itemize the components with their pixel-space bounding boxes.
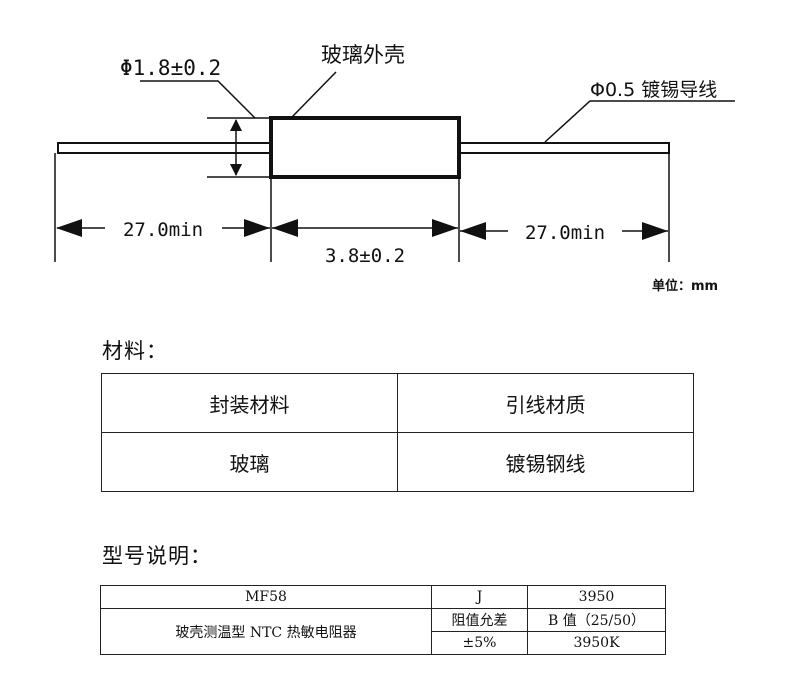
dim-body-arrow-right [432,219,458,237]
materials-heading: 材料： [102,339,168,363]
left-lead-wire [57,142,272,154]
diameter-arrow-up [230,119,242,131]
product-description-cell: 玻壳测温型 NTC 热敏电阻器 [100,608,432,655]
leader-glass-shell [291,71,337,118]
thermistor-dimension-drawing: Φ1.8±0.2 玻璃外壳 Φ0.5 镀锡导线 27.0min 3.8±0.2 … [54,43,735,294]
model-description-table: MF58 J 3950 玻壳测温型 NTC 热敏电阻器 阻值允差 B 值（25/… [100,585,666,655]
table-row: 玻璃 镀锡钢线 [101,432,694,492]
glass-body [269,116,461,179]
diameter-arrow-down [230,164,242,176]
dim-body-arrow-left [272,219,298,237]
lead-diameter-label: Φ0.5 镀锡导线 [590,79,717,101]
leader-lead-diameter [544,100,735,143]
glass-shell-label: 玻璃外壳 [321,43,405,67]
model-name-cell: MF58 [100,585,432,609]
table-row: 玻壳测温型 NTC 热敏电阻器 阻值允差 B 值（25/50） [100,608,666,655]
body-diameter-label: Φ1.8±0.2 [120,56,221,80]
dim-left-lead-arrow-left [56,219,82,237]
model-heading: 型号说明： [102,544,212,568]
dim-right-lead-arrow-left [460,222,486,240]
b-value-cell: 3950K [527,631,666,655]
unit-label: 单位：mm [652,278,718,294]
value-packaging-material: 玻璃 [101,432,398,492]
tolerance-label-cell: 阻值允差 [431,608,528,632]
tolerance-code-cell: J [431,585,528,609]
materials-table: 封装材料 引线材质 玻璃 镀锡钢线 [101,373,694,492]
header-packaging-material: 封装材料 [101,373,398,433]
table-row: 封装材料 引线材质 [101,373,694,433]
left-lead-length-label: 27.0min [123,219,203,241]
table-row: MF58 J 3950 [100,585,666,609]
body-length-label: 3.8±0.2 [325,245,405,267]
leader-body-diameter [140,80,256,119]
b-label-cell: B 值（25/50） [527,608,666,632]
tolerance-value-cell: ±5% [431,631,528,655]
value-lead-material: 镀锡钢线 [397,432,694,492]
right-lead-wire [458,142,670,154]
dim-right-lead-arrow-right [642,222,668,240]
b-code-cell: 3950 [527,585,666,609]
header-lead-material: 引线材质 [397,373,694,433]
right-lead-length-label: 27.0min [525,222,605,244]
dim-left-lead-arrow-right [244,219,270,237]
table-row: ±5% 3950K [101,631,666,655]
